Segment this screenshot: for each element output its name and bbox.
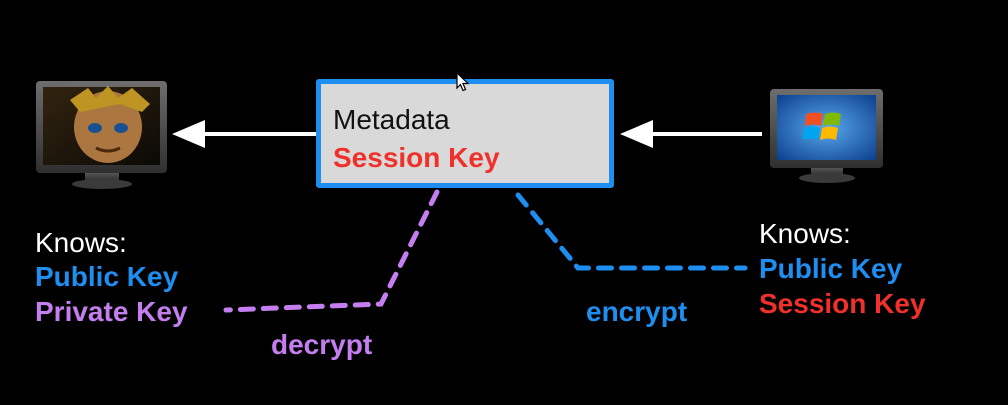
left-knows-heading: Knows:: [35, 227, 127, 258]
metadata-box: Metadata Session Key: [316, 79, 614, 188]
right-session-key: Session Key: [759, 288, 926, 319]
encrypt-connector: [515, 192, 748, 271]
arrow-to-left-computer: [172, 120, 316, 148]
left-public-key: Public Key: [35, 261, 179, 292]
left-computer-icon: [36, 81, 167, 189]
right-computer-icon: [770, 89, 883, 183]
right-public-key: Public Key: [759, 253, 903, 284]
decrypt-label: decrypt: [271, 329, 373, 360]
encrypt-label: encrypt: [586, 296, 688, 327]
metadata-label: Metadata: [333, 104, 450, 135]
left-private-key: Private Key: [35, 296, 188, 327]
right-knows-heading: Knows:: [759, 218, 851, 249]
mouse-cursor-icon: [456, 72, 470, 92]
decrypt-connector: [223, 189, 440, 313]
arrow-to-box: [620, 120, 762, 148]
session-key-label: Session Key: [333, 142, 500, 173]
windows-logo-icon: [802, 112, 841, 140]
